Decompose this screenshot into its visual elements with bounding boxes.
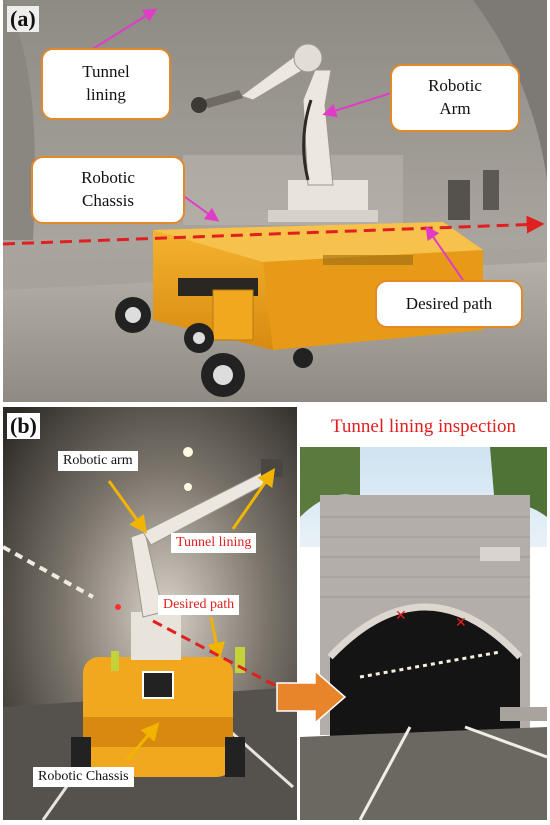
chassis-screen [142, 671, 174, 699]
barrier [500, 707, 547, 721]
panel-b-right-scene: ✕ ✕ [300, 447, 547, 820]
tunnel-arch-shadow [473, 0, 547, 180]
panel-b-left-photo: (b) Robotic arm Tunnel lining Desired pa… [3, 407, 297, 820]
wheel-hub [213, 365, 233, 385]
trees [300, 447, 360, 517]
panel-a-photo: (a) Tunnel lining Robotic Arm Robotic Ch… [3, 0, 547, 402]
lane-line [358, 726, 412, 820]
panel-b-right-photo: ✕ ✕ Tunnel lining inspection [300, 407, 547, 820]
lane-line [464, 725, 547, 759]
worker [235, 647, 245, 673]
label-robotic-chassis: Robotic Chassis [33, 767, 134, 787]
road-surface [300, 727, 547, 820]
callout-robotic-chassis: Robotic Chassis [31, 156, 185, 224]
tunnel-light [183, 447, 193, 457]
callout-tunnel-lining: Tunnel lining [41, 48, 171, 120]
lane-closed-icon: ✕ [395, 608, 407, 624]
callout-robotic-arm: Robotic Arm [390, 64, 520, 132]
arm-joint [293, 43, 323, 73]
chassis-bumper [83, 717, 233, 747]
arm-platform [268, 210, 378, 222]
label-robotic-arm: Robotic arm [58, 451, 138, 471]
chassis-vent [323, 255, 413, 265]
wheel [293, 348, 313, 368]
chassis-front-panel [212, 289, 254, 341]
tunnel-arch [327, 603, 523, 660]
tunnel-light-row [3, 545, 94, 599]
label-desired-path: Desired path [158, 595, 240, 615]
wall-niche [483, 170, 499, 210]
wheel-hub [125, 307, 141, 323]
wheel-hub [193, 332, 205, 344]
arm-base [131, 612, 181, 660]
panel-b-left-scene [3, 407, 297, 820]
tunnel-light [184, 483, 192, 491]
tunnel-left-shadow [3, 0, 35, 240]
lane-closed-icon: ✕ [455, 615, 467, 631]
label-tunnel-lining: Tunnel lining [171, 533, 257, 553]
tunnel-opening [330, 607, 520, 737]
signal-light [115, 604, 121, 610]
panel-b-label: (b) [7, 413, 40, 439]
inspection-title: Tunnel lining inspection [300, 407, 547, 447]
arm-cable [302, 99, 313, 181]
worker [111, 651, 119, 671]
arm-end-effector [203, 90, 243, 108]
callout-desired-path: Desired path [375, 280, 523, 328]
panel-a-label: (a) [7, 6, 39, 32]
arm-tool [191, 97, 207, 113]
wheel [225, 737, 245, 777]
portal-sign [480, 547, 520, 561]
arm-end-effector [261, 459, 283, 477]
wall-niche [448, 180, 470, 220]
